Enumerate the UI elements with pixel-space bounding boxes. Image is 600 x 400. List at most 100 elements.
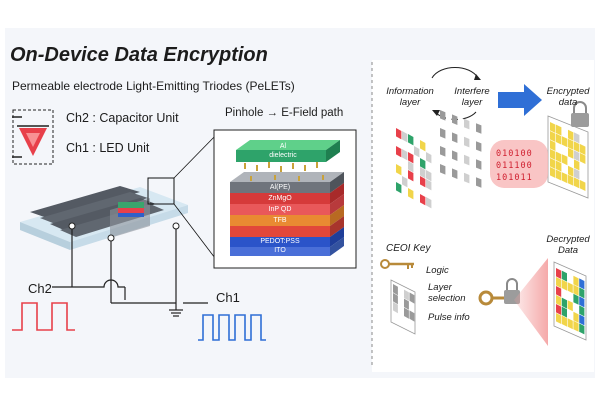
grid-pixel [440, 146, 446, 157]
grid-pixel [470, 166, 476, 177]
decrypted-data-label: Decrypted Data [546, 234, 590, 256]
encryption-diagram [431, 67, 542, 120]
grid-pixel [446, 139, 452, 150]
pulse-info-label: Pulse info [428, 312, 470, 323]
grid-pixel [464, 118, 470, 130]
grid-pixel [420, 149, 426, 161]
ceoi-key-grid [393, 284, 415, 331]
grid-pixel [470, 175, 476, 186]
grid-pixel [408, 170, 414, 182]
grid-pixel [426, 170, 432, 182]
grid-pixel [426, 197, 432, 209]
grid-pixel [561, 270, 567, 282]
grid-pixel [556, 169, 562, 181]
binary-row: 011100 [496, 161, 533, 171]
layer-label-al: Al [279, 143, 287, 150]
grid-pixel [398, 304, 404, 316]
grid-pixel [579, 287, 585, 299]
binary-row: 010100 [496, 149, 533, 159]
grid-pixel [470, 184, 476, 195]
layer-selection-label: Layer selection [428, 282, 466, 304]
grid-pixel [408, 188, 414, 200]
grid-pixel [402, 176, 408, 188]
grid-pixel [573, 311, 579, 323]
grid-pixel [409, 319, 415, 331]
grid-pixel [567, 318, 573, 330]
grid-pixel [420, 158, 426, 170]
grid-pixel [550, 158, 556, 169]
grid-pixel [579, 296, 585, 308]
grid-pixel [452, 132, 458, 143]
grid-pixel [408, 161, 414, 173]
grid-pixel [556, 304, 562, 315]
grid-pixel [420, 167, 426, 179]
ch1-unit-label: Ch1 : LED Unit [66, 141, 150, 155]
grid-pixel [573, 293, 579, 305]
grid-pixel [396, 155, 402, 167]
grid-pixel [470, 121, 476, 132]
grid-pixel [568, 138, 574, 150]
grid-pixel [452, 114, 458, 125]
layer-label-dielectric: dielectric [269, 152, 297, 159]
grid-pixel [476, 168, 482, 179]
grid-pixel [567, 273, 573, 285]
grid-pixel [420, 140, 426, 152]
grid-pixel [550, 140, 556, 151]
information-layer-grid [396, 128, 432, 209]
layer-stack [213, 129, 357, 269]
grid-pixel [580, 144, 586, 155]
grid-pixel [396, 128, 402, 140]
grid-pixel [580, 135, 586, 146]
grid-pixel [426, 152, 432, 164]
grid-pixel [402, 140, 408, 152]
grid-pixel [476, 150, 482, 161]
ch1-waveform [198, 314, 266, 341]
layer-label-al-pe: Al(PE) [269, 184, 291, 191]
grid-pixel [396, 146, 402, 158]
grid-pixel [464, 163, 470, 175]
grid-pixel [426, 179, 432, 191]
grid-pixel [567, 309, 573, 321]
grid-pixel [458, 143, 464, 155]
grid-pixel [408, 179, 414, 191]
grid-pixel [446, 130, 452, 141]
grid-pixel [408, 152, 414, 164]
grid-pixel [561, 315, 567, 327]
grid-pixel [580, 180, 586, 191]
grid-pixel [568, 129, 574, 141]
grid-pixel [561, 279, 567, 291]
grid-pixel [393, 311, 398, 323]
grid-pixel [404, 307, 409, 319]
grid-pixel [464, 127, 470, 139]
ch2-unit-label: Ch2 : Capacitor Unit [66, 111, 179, 125]
grid-pixel [393, 284, 398, 296]
grid-pixel [568, 174, 574, 186]
grid-pixel [440, 128, 446, 139]
grid-pixel [562, 145, 568, 157]
grid-pixel [556, 313, 562, 324]
grid-pixel [579, 314, 585, 326]
grid-pixel [567, 291, 573, 303]
grid-pixel [579, 305, 585, 317]
grid-pixel [420, 176, 426, 188]
led-unit-icon [12, 109, 54, 165]
grid-pixel [556, 133, 562, 145]
grid-pixel [408, 134, 414, 146]
grid-pixel [458, 134, 464, 146]
grid-pixel [414, 164, 420, 176]
grid-pixel [476, 159, 482, 170]
figure-subtitle: Permeable electrode Light-Emitting Triod… [12, 79, 295, 93]
grid-pixel [452, 177, 458, 188]
grid-pixel [568, 165, 574, 177]
grid-pixel [568, 147, 574, 159]
grid-pixel [458, 125, 464, 137]
grid-pixel [562, 154, 568, 166]
grid-pixel [573, 275, 579, 287]
grid-pixel [440, 155, 446, 166]
grid-pixel [414, 182, 420, 194]
grid-pixel [452, 123, 458, 134]
grid-pixel [398, 295, 404, 307]
grid-pixel [561, 288, 567, 300]
grid-pixel [574, 132, 580, 144]
